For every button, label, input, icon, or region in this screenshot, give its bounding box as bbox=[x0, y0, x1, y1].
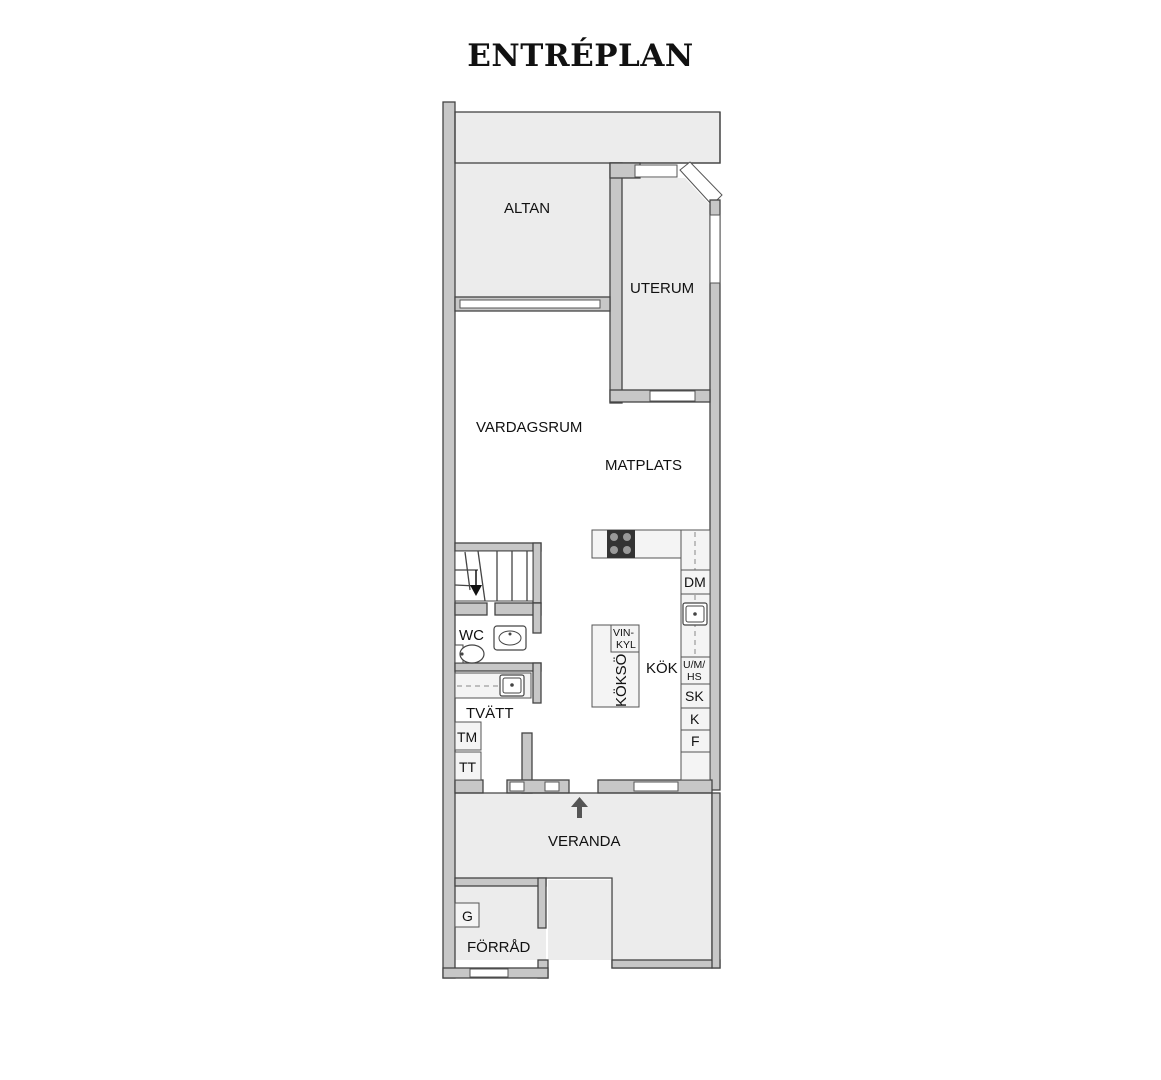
room-label-vardagsrum: VARDAGSRUM bbox=[476, 419, 582, 436]
stair-east-wall bbox=[532, 542, 542, 604]
tvatt-east-wall bbox=[532, 662, 542, 704]
dm-cabinet bbox=[680, 569, 711, 595]
wc-north-wall-a bbox=[454, 602, 488, 616]
appliance-label-vinkyl-2: KYL bbox=[616, 639, 636, 651]
sink-icon bbox=[682, 602, 708, 626]
tvatt-sink-icon bbox=[499, 674, 525, 697]
wc-east-wall bbox=[532, 602, 542, 634]
window-small-a bbox=[509, 781, 525, 792]
forrad-east-wall bbox=[537, 877, 547, 929]
appliance-label-sk: SK bbox=[685, 688, 704, 704]
umhs-cabinet bbox=[680, 656, 711, 685]
room-label-kokso: KÖKSÖ bbox=[612, 654, 630, 707]
window-kitchen-south bbox=[633, 781, 679, 792]
room-label-forrad: FÖRRÅD bbox=[467, 938, 531, 956]
kitchen-counter-top bbox=[591, 529, 683, 559]
window-uterum-south bbox=[649, 390, 696, 402]
appliance-label-k: K bbox=[690, 711, 700, 727]
room-label-wc: WC bbox=[459, 627, 484, 644]
window-small-b bbox=[544, 781, 560, 792]
room-label-uterum: UTERUM bbox=[630, 280, 694, 297]
tt-machine bbox=[454, 751, 482, 781]
window-forrad bbox=[469, 968, 509, 978]
sk-cabinet bbox=[680, 683, 711, 709]
appliance-label-tm: TM bbox=[457, 729, 477, 745]
appliance-label-f: F bbox=[691, 733, 700, 749]
appliance-label-g: G bbox=[462, 908, 473, 924]
appliance-label-vinkyl-1: VIN- bbox=[613, 627, 635, 639]
room-label-veranda: VERANDA bbox=[548, 833, 621, 850]
entry-arrow-icon bbox=[571, 797, 588, 818]
vinkyl-cabinet bbox=[610, 624, 640, 653]
appliance-label-dm: DM bbox=[684, 574, 706, 590]
veranda-lower-area bbox=[548, 880, 611, 960]
forrad-north-wall bbox=[454, 877, 547, 887]
stove-icon bbox=[607, 530, 635, 558]
room-label-tvatt: TVÄTT bbox=[466, 705, 514, 722]
window-corner bbox=[679, 161, 723, 206]
uterum-area bbox=[622, 178, 710, 390]
tm-machine bbox=[454, 721, 482, 751]
veranda-area bbox=[455, 793, 712, 960]
stair-top-wall bbox=[454, 542, 542, 552]
altan-area bbox=[455, 112, 720, 297]
toilet-icon bbox=[454, 644, 485, 664]
wc-south-wall bbox=[454, 662, 542, 672]
window bbox=[634, 164, 678, 178]
appliance-label-umhs-2: HS bbox=[687, 671, 702, 683]
page-title: ENTRÉPLAN bbox=[467, 38, 694, 74]
stairs-icon bbox=[454, 550, 534, 602]
room-label-matplats: MATPLATS bbox=[605, 457, 682, 474]
g-box bbox=[454, 902, 480, 928]
window-altan bbox=[459, 299, 601, 309]
veranda-east-wall bbox=[711, 792, 721, 969]
altan-edge bbox=[610, 112, 721, 164]
east-wall bbox=[709, 199, 721, 791]
west-wall bbox=[442, 101, 456, 979]
window-east bbox=[709, 214, 721, 284]
appliance-label-tt: TT bbox=[459, 759, 477, 775]
room-label-kok: KÖK bbox=[646, 659, 678, 677]
room-label-altan: ALTAN bbox=[504, 200, 550, 217]
wc-sink-icon bbox=[493, 625, 527, 651]
uterum-west-wall bbox=[609, 162, 623, 404]
f-cabinet bbox=[680, 729, 711, 753]
veranda-south-wall bbox=[611, 959, 721, 969]
appliance-label-umhs-1: U/M/ bbox=[683, 659, 705, 671]
south-wall-a bbox=[454, 779, 484, 794]
